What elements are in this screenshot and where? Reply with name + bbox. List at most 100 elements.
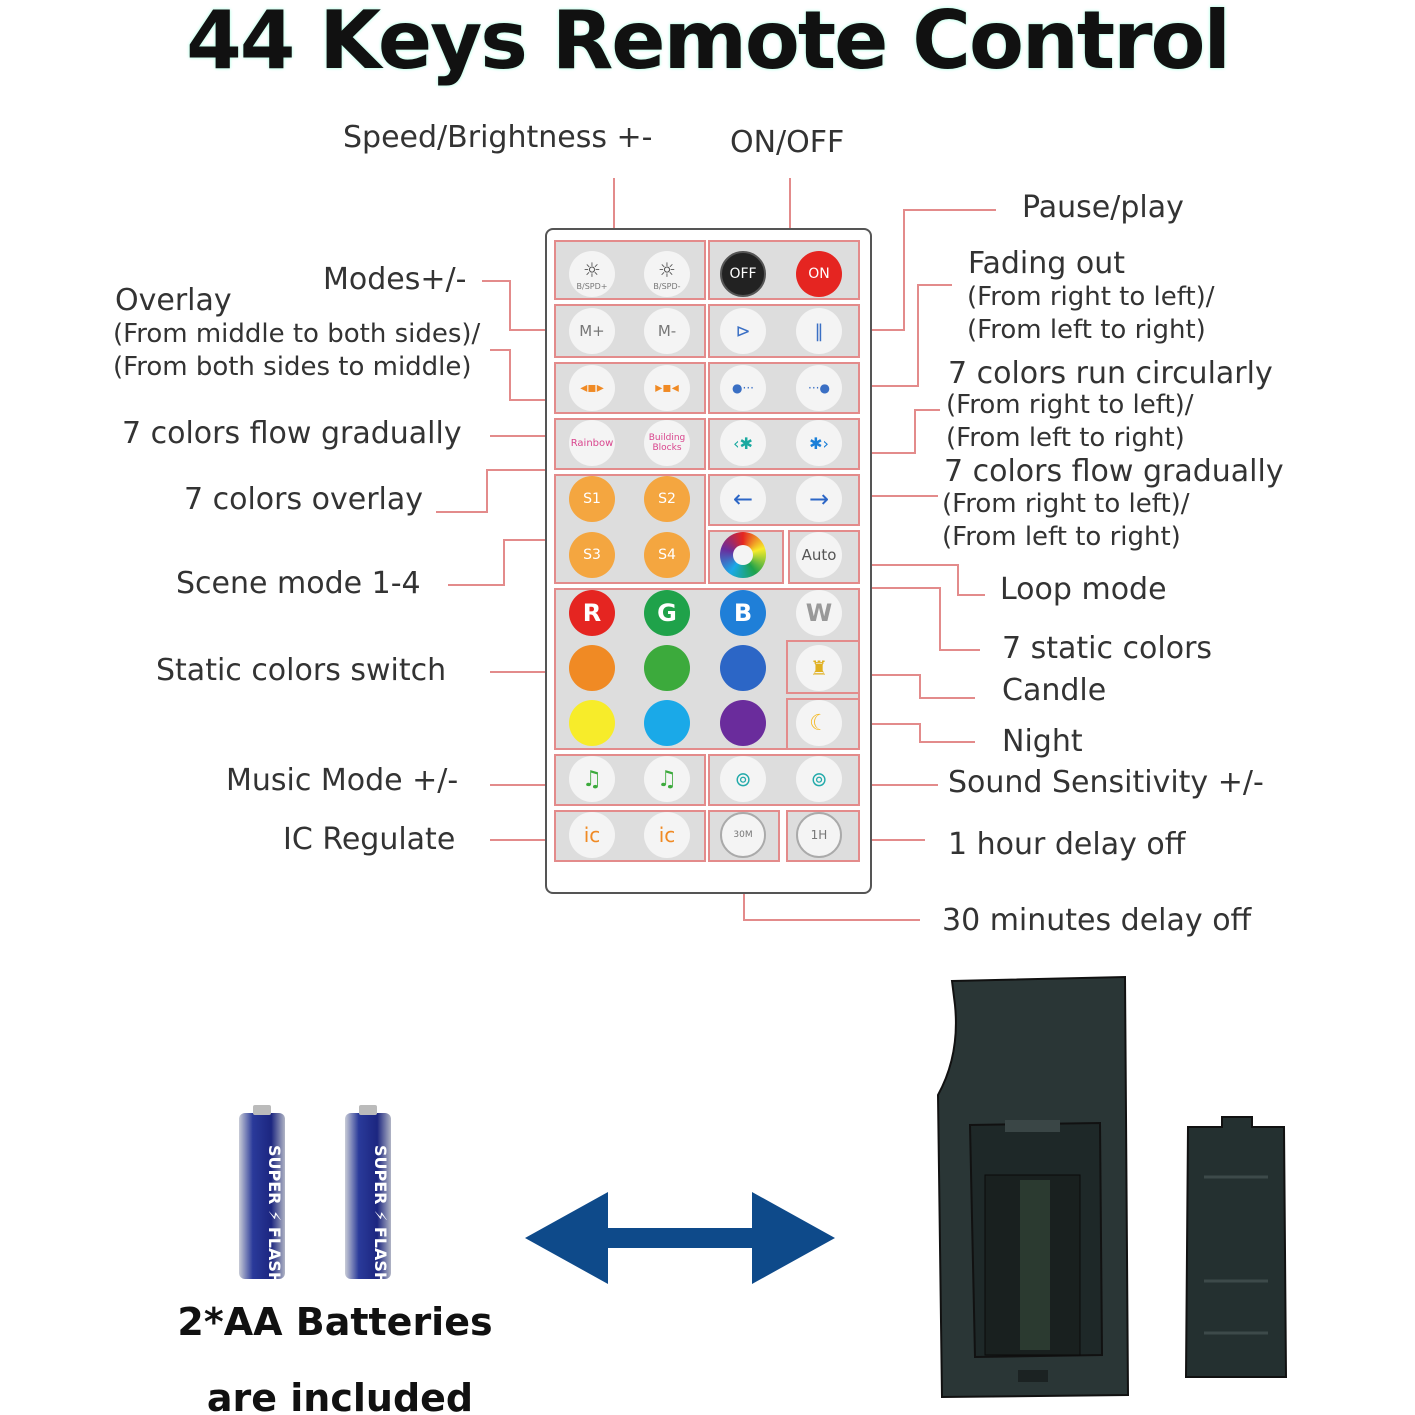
label-flow-gradually-right: 7 colors flow gradually <box>944 454 1284 489</box>
mode-up-button[interactable]: M+ <box>569 308 615 354</box>
panel-candle <box>786 640 860 694</box>
sun-icon: ☼ <box>583 257 601 282</box>
arrow-left-icon: ← <box>732 485 754 513</box>
play-button[interactable]: ⊳ <box>720 308 766 354</box>
music-note-icon: ♫ <box>657 766 677 792</box>
sensitivity-down-button[interactable]: ⊚ <box>796 756 842 802</box>
double-arrow-icon <box>525 1192 835 1284</box>
label-flow-sub1: (From right to left)/ <box>942 489 1190 519</box>
microphone-icon: ⊚ <box>734 767 752 791</box>
arrow-right-icon: → <box>808 485 830 513</box>
label-overlay-sub2: (From both sides to middle) <box>113 352 472 382</box>
light-green-button[interactable] <box>644 645 690 691</box>
label-loop-mode: Loop mode <box>1000 572 1167 607</box>
label-ic-regulate: IC Regulate <box>283 822 456 857</box>
rainbow-button[interactable]: Rainbow <box>569 420 615 466</box>
battery-brand-text: SUPER ⚡ FLASH <box>265 1145 284 1285</box>
scene-3-button[interactable]: S3 <box>569 532 615 578</box>
remote-back-photo <box>936 975 1130 1399</box>
candle-icon: ♜ <box>810 656 828 680</box>
label-fading-out: Fading out <box>968 246 1125 281</box>
label-run-sub2: (From left to right) <box>946 423 1185 453</box>
ic-up-button[interactable]: ic <box>569 812 615 858</box>
battery-2: SUPER ⚡ FLASH <box>345 1105 391 1285</box>
run-left-button[interactable]: ‹✱ <box>720 420 766 466</box>
run-right-button[interactable]: ✱› <box>796 420 842 466</box>
footer-line-2: are included <box>206 1376 474 1415</box>
orange-button[interactable] <box>569 645 615 691</box>
flow-right-button[interactable]: → <box>796 476 842 522</box>
sensitivity-up-button[interactable]: ⊚ <box>720 756 766 802</box>
label-30m-delay: 30 minutes delay off <box>942 903 1252 938</box>
overlay-in-button[interactable]: ▸▪◂ <box>644 365 690 411</box>
red-button[interactable]: R <box>569 590 615 636</box>
label-overlay-sub1: (From middle to both sides)/ <box>113 319 481 349</box>
overlay-out-button[interactable]: ◂▪▸ <box>569 365 615 411</box>
fade-left-button[interactable]: ●··· <box>720 365 766 411</box>
battery-cover-photo <box>1184 1116 1288 1378</box>
pause-icon: ‖ <box>814 320 824 342</box>
label-flow-sub2: (From left to right) <box>942 522 1181 552</box>
overlay-out-icon: ◂▪▸ <box>580 380 604 396</box>
music-note-icon: ♫ <box>582 766 602 792</box>
label-static-colors: 7 static colors <box>1002 631 1213 666</box>
label-run-circularly: 7 colors run circularly <box>948 356 1273 391</box>
label-static-switch: Static colors switch <box>156 653 447 688</box>
dark-blue-button[interactable] <box>720 645 766 691</box>
power-on-button[interactable]: ON <box>796 251 842 297</box>
sun-icon: ☼ <box>658 257 676 282</box>
label-fading-sub2: (From left to right) <box>967 315 1206 345</box>
blue-button[interactable]: B <box>720 590 766 636</box>
green-button[interactable]: G <box>644 590 690 636</box>
fade-right-button[interactable]: ···● <box>796 365 842 411</box>
brightness-up-button[interactable]: ☼B/SPD+ <box>569 251 615 297</box>
delay-30m-button[interactable]: 30M <box>720 812 766 858</box>
battery-brand-text: SUPER ⚡ FLASH <box>371 1145 390 1285</box>
brightness-down-button[interactable]: ☼B/SPD- <box>644 251 690 297</box>
scene-2-button[interactable]: S2 <box>644 476 690 522</box>
play-icon: ⊳ <box>735 320 751 342</box>
scene-1-button[interactable]: S1 <box>569 476 615 522</box>
label-1h-delay: 1 hour delay off <box>948 827 1186 862</box>
label-sound-sensitivity: Sound Sensitivity +/- <box>948 765 1264 800</box>
battery-1: SUPER ⚡ FLASH <box>239 1105 285 1285</box>
panel-night <box>786 698 860 750</box>
ic-down-button[interactable]: ic <box>644 812 690 858</box>
microphone-icon: ⊚ <box>810 767 828 791</box>
music-up-button[interactable]: ♫ <box>569 756 615 802</box>
label-flow-gradually-left: 7 colors flow gradually <box>122 416 462 451</box>
flow-left-button[interactable]: ← <box>720 476 766 522</box>
label-pause-play: Pause/play <box>1022 190 1184 225</box>
label-modes: Modes+/- <box>323 262 467 297</box>
run-left-icon: ‹✱ <box>733 433 753 453</box>
label-candle: Candle <box>1002 673 1107 708</box>
label-fading-sub1: (From right to left)/ <box>967 282 1215 312</box>
music-down-button[interactable]: ♫ <box>644 756 690 802</box>
label-music-mode: Music Mode +/- <box>226 763 459 798</box>
auto-button[interactable]: Auto <box>796 532 842 578</box>
page-title: 44 Keys Remote Control <box>186 0 1231 87</box>
candle-button[interactable]: ♜ <box>796 645 842 691</box>
label-scene-mode: Scene mode 1-4 <box>176 566 421 601</box>
delay-1h-button[interactable]: 1H <box>796 812 842 858</box>
label-night: Night <box>1002 724 1083 759</box>
fade-left-icon: ●··· <box>732 381 754 395</box>
label-speed-brightness: Speed/Brightness +- <box>343 120 653 155</box>
night-button[interactable]: ☾ <box>796 700 842 746</box>
building-blocks-button[interactable]: Building Blocks <box>644 420 690 466</box>
moon-icon: ☾ <box>809 710 829 736</box>
purple-button[interactable] <box>720 700 766 746</box>
seven-colors-button[interactable] <box>720 532 766 578</box>
label-overlay: Overlay <box>115 283 232 318</box>
label-colors-overlay: 7 colors overlay <box>184 482 424 517</box>
cyan-button[interactable] <box>644 700 690 746</box>
batteries: SUPER ⚡ FLASH SUPER ⚡ FLASH <box>239 1105 391 1285</box>
yellow-button[interactable] <box>569 700 615 746</box>
white-button[interactable]: W <box>796 590 842 636</box>
run-right-icon: ✱› <box>809 433 829 453</box>
fade-right-icon: ···● <box>808 381 830 395</box>
pause-button[interactable]: ‖ <box>796 308 842 354</box>
power-off-button[interactable]: OFF <box>720 251 766 297</box>
scene-4-button[interactable]: S4 <box>644 532 690 578</box>
mode-down-button[interactable]: M- <box>644 308 690 354</box>
